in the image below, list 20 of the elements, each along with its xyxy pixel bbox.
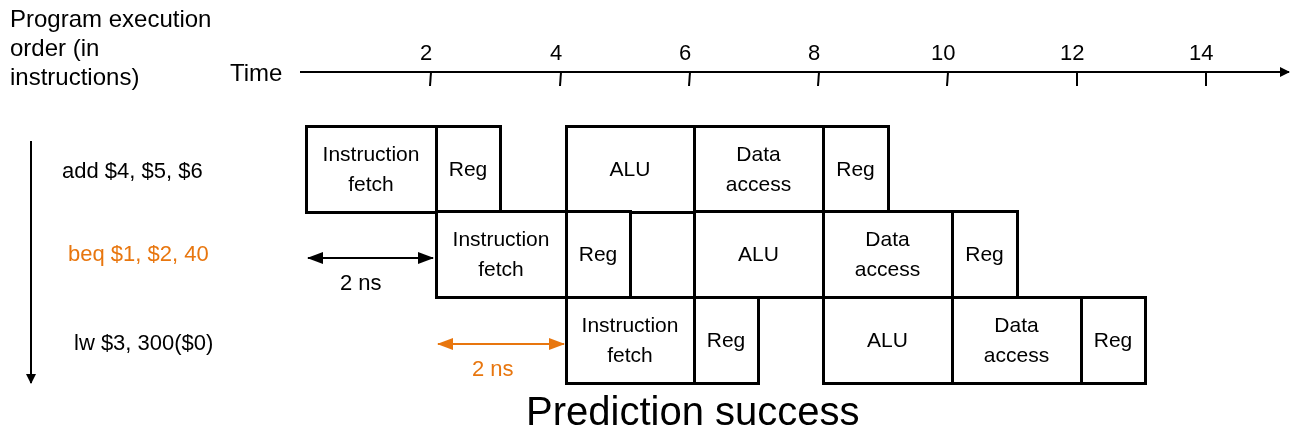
axis-title: Program execution order (in instructions) <box>10 4 213 91</box>
tick-label: 8 <box>808 40 821 66</box>
tick-label: 4 <box>550 40 563 66</box>
tick-label: 10 <box>931 40 956 66</box>
stage-box: Instruction fetch <box>434 209 568 299</box>
axis-title: Time <box>230 60 283 86</box>
instruction-text: beq $1, $2, 40 <box>68 241 209 267</box>
dimension-label: 2 ns <box>340 270 382 296</box>
stage-box: Instruction fetch <box>304 124 438 214</box>
stage-box: Instruction fetch <box>564 295 696 385</box>
dimension-label: 2 ns <box>472 356 514 382</box>
stage-box: ALU <box>564 124 696 214</box>
tick-label: 12 <box>1060 40 1085 66</box>
tick-label: 2 <box>420 40 433 66</box>
tick-label: 6 <box>679 40 692 66</box>
caption: Prediction success <box>526 388 860 434</box>
instruction-text: add $4, $5, $6 <box>62 158 203 184</box>
instruction-text: lw $3, 300($0) <box>74 330 214 356</box>
tick-label: 14 <box>1189 40 1214 66</box>
stage-box: ALU <box>692 209 825 299</box>
